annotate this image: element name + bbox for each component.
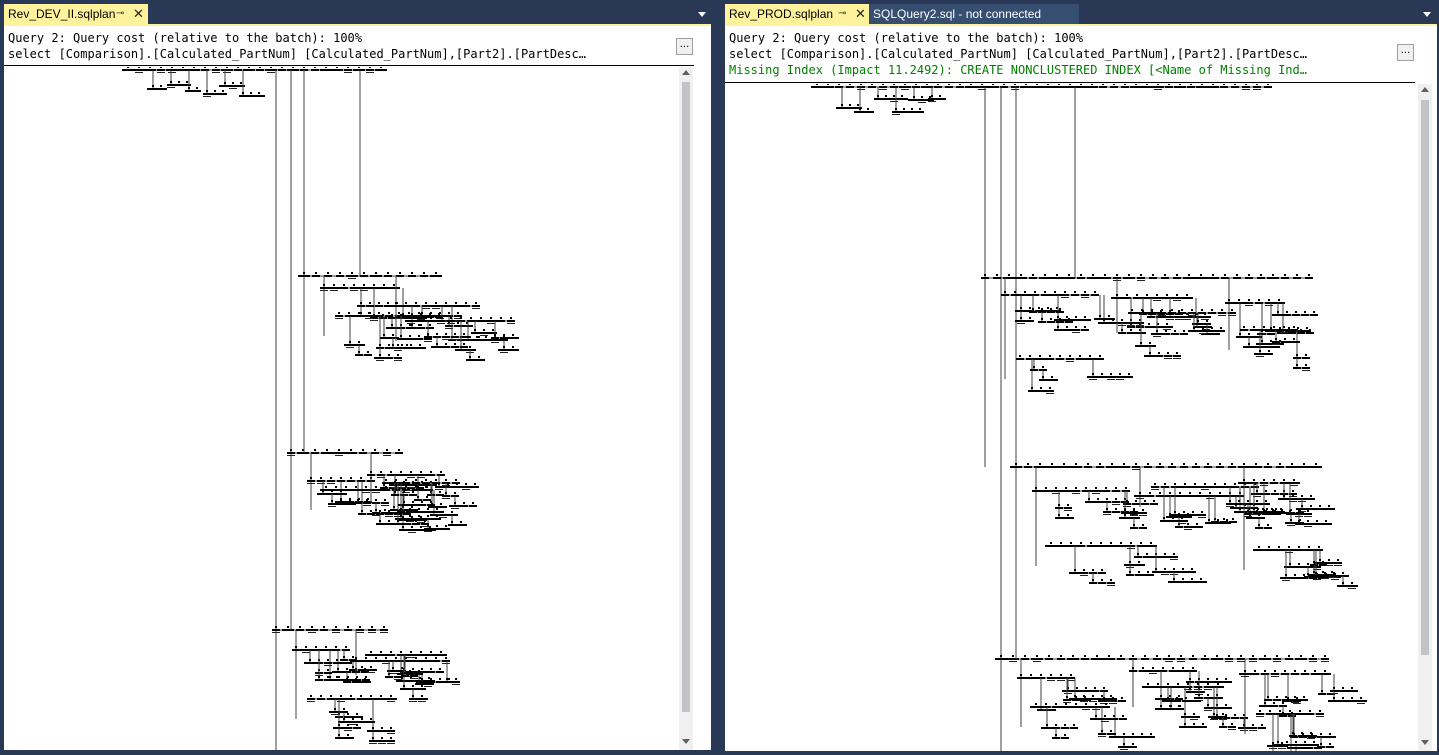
tab-accent-bar	[4, 24, 711, 26]
vertical-scrollbar[interactable]	[679, 67, 693, 750]
scroll-down-icon[interactable]	[1421, 740, 1429, 745]
scroll-up-icon[interactable]	[1421, 87, 1429, 92]
chevron-down-icon[interactable]	[1423, 12, 1431, 17]
plan-graph	[122, 67, 519, 750]
tab-sqlquery2[interactable]: SQLQuery2.sql - not connected	[869, 4, 1079, 24]
query-cost-line: Query 2: Query cost (relative to the bat…	[729, 31, 1084, 45]
scroll-thumb[interactable]	[1421, 100, 1429, 655]
tab-rev-prod[interactable]: Rev_PROD.sqlplan ⊸ ✕	[725, 4, 869, 24]
left-tab-strip: Rev_DEV_II.sqlplan ⊸ ✕	[0, 4, 713, 24]
tab-label: SQLQuery2.sql - not connected	[873, 7, 1042, 21]
pin-icon[interactable]: ⊸	[116, 8, 125, 19]
query-text-line: select [Comparison].[Calculated_PartNum]…	[8, 47, 586, 61]
plan-graph	[811, 84, 1367, 751]
header-separator	[725, 82, 1415, 83]
plan-header: Query 2: Query cost (relative to the bat…	[4, 26, 711, 62]
scroll-thumb[interactable]	[682, 82, 690, 712]
execution-plan-view[interactable]: Query 2: Query cost (relative to the bat…	[725, 26, 1437, 751]
ellipsis-button[interactable]: ...	[1397, 44, 1414, 61]
query-text-line: select [Comparison].[Calculated_PartNum]…	[729, 47, 1307, 61]
pin-icon[interactable]: ⊸	[838, 8, 847, 19]
execution-plan-view[interactable]: Query 2: Query cost (relative to the bat…	[4, 26, 711, 750]
close-icon[interactable]: ✕	[855, 6, 866, 21]
plan-header: Query 2: Query cost (relative to the bat…	[725, 26, 1437, 78]
right-tab-strip: Rev_PROD.sqlplan ⊸ ✕ SQLQuery2.sql - not…	[721, 4, 1439, 24]
chevron-down-icon[interactable]	[698, 12, 706, 17]
scroll-up-icon[interactable]	[682, 70, 690, 75]
left-document-pane: Rev_DEV_II.sqlplan ⊸ ✕ Query 2: Query co…	[0, 0, 713, 755]
vertical-scrollbar[interactable]	[1418, 84, 1432, 751]
tab-rev-dev-ii[interactable]: Rev_DEV_II.sqlplan ⊸ ✕	[4, 4, 148, 24]
tab-label: Rev_PROD.sqlplan	[729, 7, 834, 21]
tab-accent-bar	[725, 24, 1437, 26]
missing-index-line[interactable]: Missing Index (Impact 11.2492): CREATE N…	[729, 63, 1307, 77]
ellipsis-button[interactable]: ...	[676, 38, 693, 55]
scroll-down-icon[interactable]	[682, 739, 690, 744]
query-cost-line: Query 2: Query cost (relative to the bat…	[8, 31, 363, 45]
tab-label: Rev_DEV_II.sqlplan	[8, 7, 116, 21]
header-separator	[4, 65, 694, 66]
right-document-pane: Rev_PROD.sqlplan ⊸ ✕ SQLQuery2.sql - not…	[721, 0, 1439, 755]
close-icon[interactable]: ✕	[133, 6, 144, 21]
